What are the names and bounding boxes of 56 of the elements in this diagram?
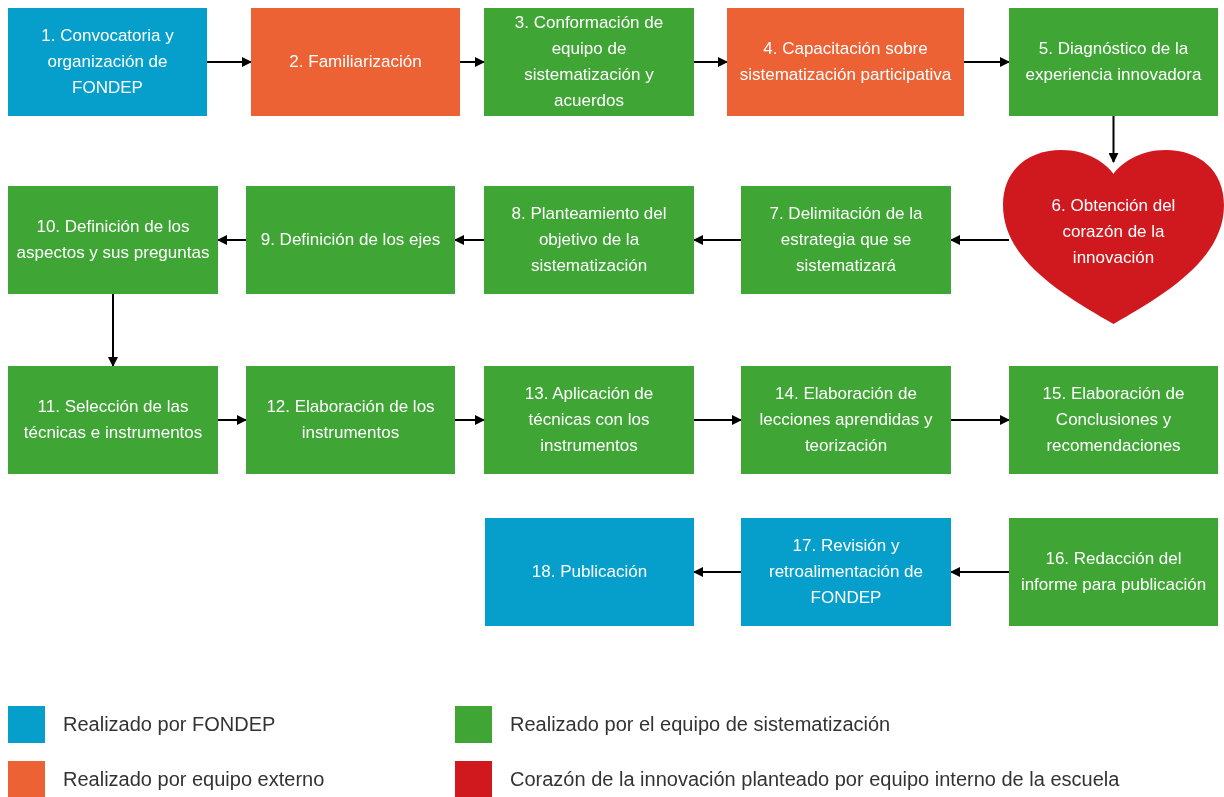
arrow — [217, 235, 247, 245]
arrow — [454, 235, 485, 245]
step-label: 6. Obtención del corazón de la innovación — [1050, 195, 1177, 269]
process-box — [741, 518, 951, 626]
process-box — [8, 186, 218, 294]
legend-label: Realizado por equipo externo — [63, 768, 325, 791]
process-box — [251, 8, 460, 116]
arrow — [693, 567, 742, 577]
step-label: 1. Convocatoria y organización de FONDEP — [40, 25, 175, 99]
step-label: 5. Diagnóstico de la experiencia innovadora — [1024, 38, 1203, 86]
arrow — [950, 567, 1010, 577]
process-box — [246, 366, 455, 474]
step-label: 2. Familiarización — [289, 51, 422, 73]
step-label: 11. Selección de las técnicas e instrumentos — [22, 396, 204, 444]
process-box — [8, 8, 207, 116]
arrow — [693, 415, 742, 425]
step-label: 7. Delimitación de la estrategia que se sistematizará — [768, 203, 924, 277]
process-box — [484, 8, 694, 116]
arrow — [459, 57, 485, 67]
process-box — [484, 366, 694, 474]
step-label: 3. Conformación de equipo de sistematización y acuerdos — [513, 12, 665, 112]
step-label: 4. Capacitación sobre sistematización participativa — [738, 38, 953, 86]
process-box — [484, 186, 694, 294]
arrow — [963, 57, 1010, 67]
arrow — [206, 57, 252, 67]
step-label: 15. Elaboración de Conclusiones y recomendaciones — [1041, 383, 1186, 457]
step-label: 18. Publicación — [531, 561, 648, 583]
step-label: 12. Elaboración de los instrumentos — [265, 396, 436, 444]
step-label: 16. Redacción del informe para publicación — [1019, 548, 1208, 596]
arrow — [217, 415, 247, 425]
arrow — [108, 293, 118, 367]
arrow — [950, 235, 1010, 245]
process-box — [246, 186, 455, 294]
process-box — [485, 518, 694, 626]
arrow — [693, 57, 728, 67]
arrow — [454, 415, 485, 425]
arrow — [1108, 115, 1119, 163]
process-box — [741, 186, 951, 294]
arrow — [950, 415, 1010, 425]
legend-label: Realizado por el equipo de sistematización — [510, 713, 891, 736]
process-box — [1009, 366, 1218, 474]
heart-shape — [1003, 150, 1224, 324]
step-label: 9. Definición de los ejes — [260, 229, 441, 251]
step-label: 10. Definición de los aspectos y sus preguntas — [16, 216, 210, 264]
process-box — [727, 8, 964, 116]
step-label: 17. Revisión y retroalimentación de FONDEP — [768, 535, 924, 609]
process-box — [8, 366, 218, 474]
step-label: 14. Elaboración de lecciones aprendidas y teorización — [758, 383, 934, 457]
arrow — [693, 235, 742, 245]
legend-label: Corazón de la innovación planteado por equipo interno de la escuela — [510, 768, 1120, 791]
legend-label: Realizado por FONDEP — [63, 713, 276, 736]
step-label: 13. Aplicación de técnicas con los instrumentos — [523, 383, 655, 457]
process-box — [1009, 518, 1218, 626]
process-box — [741, 366, 951, 474]
process-box — [1009, 8, 1218, 116]
step-label: 8. Planteamiento del objetivo de la sistematización — [510, 203, 668, 277]
